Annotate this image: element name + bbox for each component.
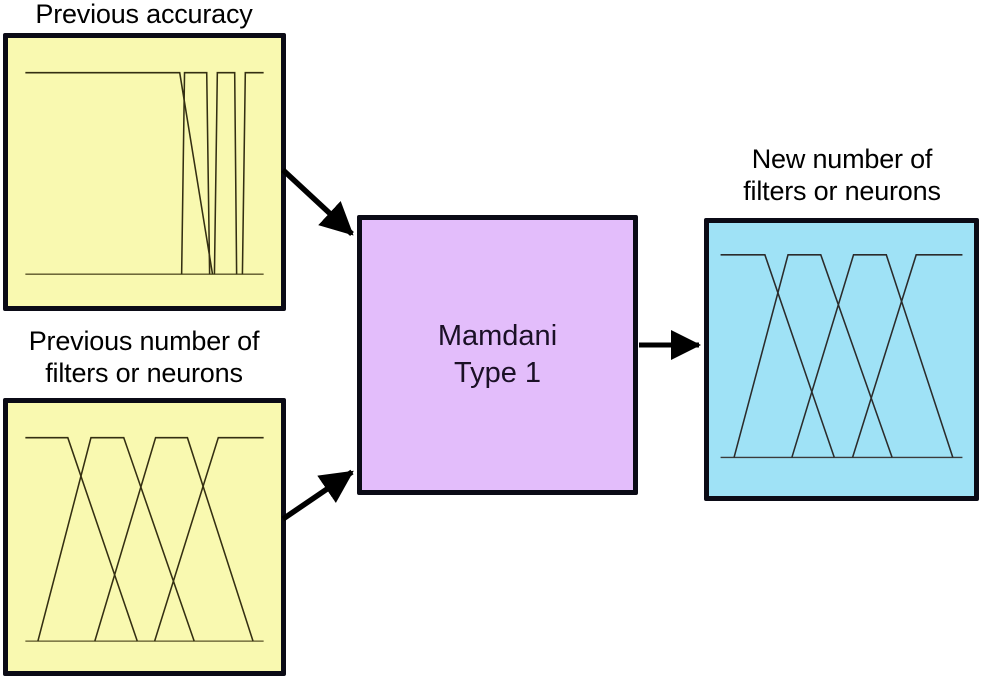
node-previous-accuracy[interactable] xyxy=(3,33,286,311)
label-new-number-of-filters-or-neurons: New number of filters or neurons xyxy=(743,144,941,206)
mamdani-label: Mamdani Type 1 xyxy=(437,320,558,389)
previous-accuracy-membership-plot xyxy=(25,71,264,275)
edge-previous-filters-to-mamdani xyxy=(281,469,354,522)
edge-previous-accuracy-to-mamdani xyxy=(281,167,354,237)
label-previous-number-of-filters-or-neurons: Previous number of filters or neurons xyxy=(28,326,260,388)
node-new-number-of-filters-or-neurons[interactable] xyxy=(704,218,979,501)
previous-number-of-filters-membership-plot xyxy=(25,436,264,642)
node-previous-number-of-filters-or-neurons[interactable] xyxy=(3,398,286,676)
label-previous-accuracy: Previous accuracy xyxy=(35,0,253,29)
node-mamdani-type-1[interactable]: Mamdani Type 1 xyxy=(357,215,638,495)
new-number-of-filters-membership-plot xyxy=(720,254,963,459)
